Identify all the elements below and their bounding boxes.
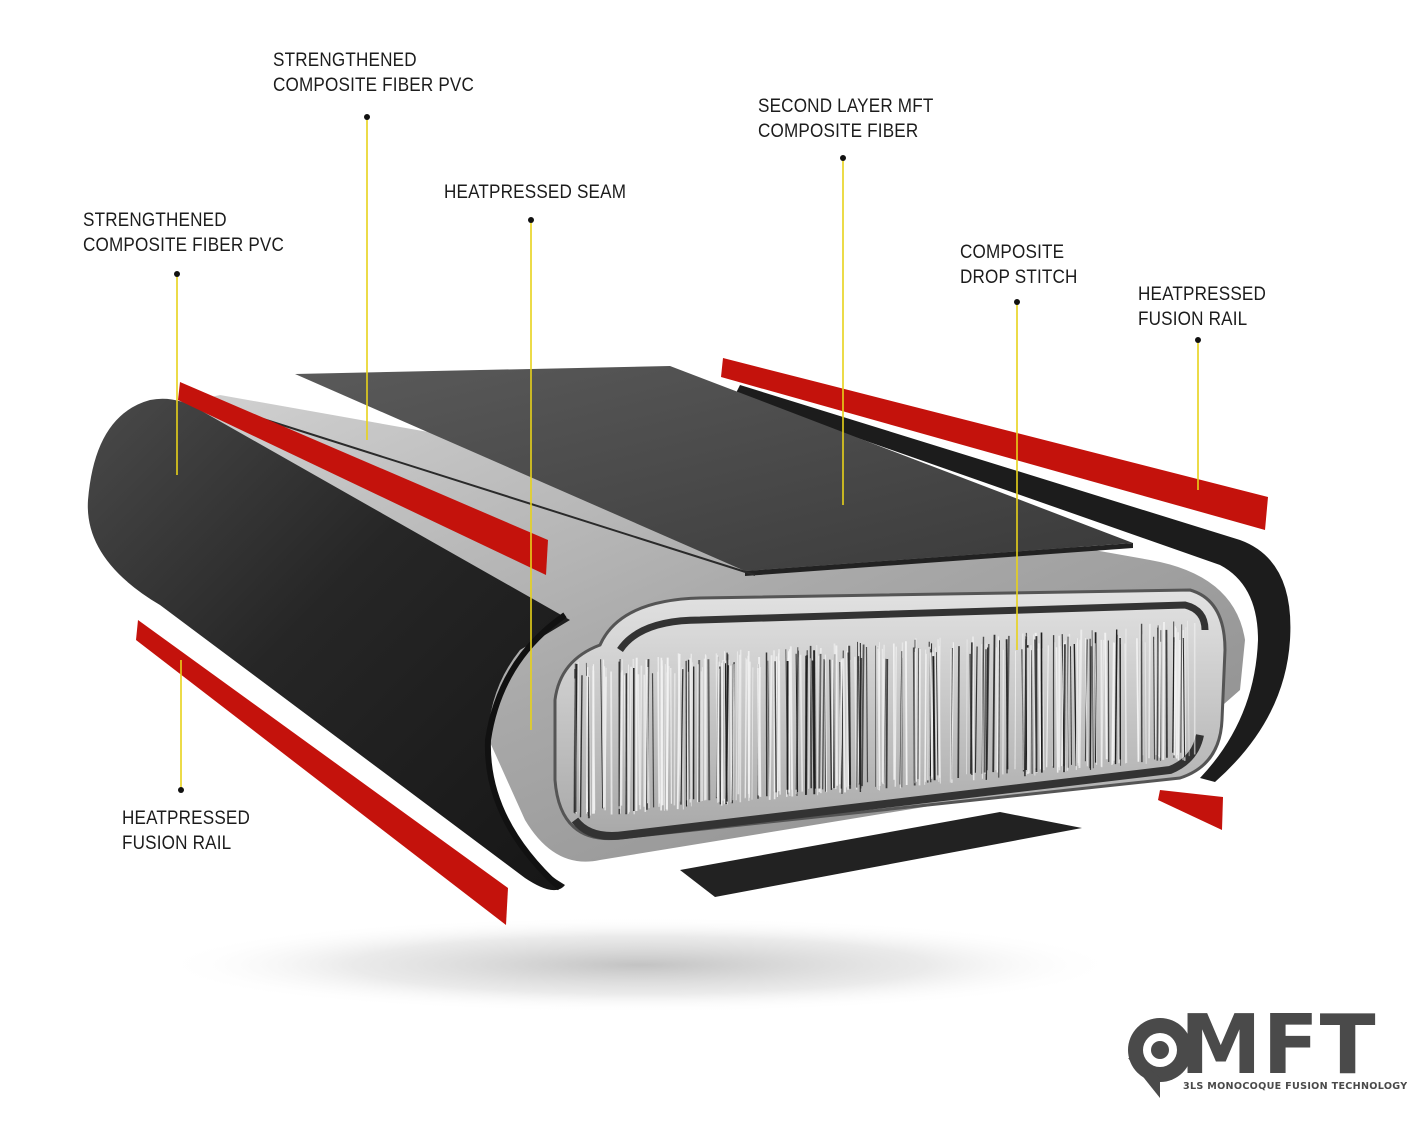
mft-logo-tagline: 3LS MONOCOQUE FUSION TECHNOLOGY bbox=[1183, 1081, 1407, 1092]
leader-dot-rail-right bbox=[1195, 337, 1201, 343]
drop-stitch-fiber bbox=[967, 639, 968, 774]
drop-stitch-fiber bbox=[1149, 624, 1150, 758]
drop-stitch-fiber bbox=[835, 644, 836, 790]
drop-stitch-fiber bbox=[731, 666, 732, 803]
drop-stitch-fiber bbox=[836, 646, 837, 786]
leader-dot-pvc-top bbox=[364, 114, 370, 120]
label-rail-left-line-1: HEATPRESSED bbox=[122, 806, 250, 831]
label-pvc-top: STRENGTHENED COMPOSITE FIBER PVC bbox=[273, 48, 474, 98]
label-second-layer-line-2: COMPOSITE FIBER bbox=[758, 119, 933, 144]
drop-stitch-fiber bbox=[1023, 634, 1024, 771]
leader-dot-pvc-left bbox=[174, 271, 180, 277]
drop-stitch-fiber bbox=[789, 649, 790, 792]
drop-stitch-fiber bbox=[716, 653, 717, 797]
drop-stitch-fiber bbox=[814, 650, 815, 788]
label-second-layer: SECOND LAYER MFT COMPOSITE FIBER bbox=[758, 94, 933, 144]
label-drop-stitch: COMPOSITE DROP STITCH bbox=[960, 240, 1078, 290]
label-second-layer-line-1: SECOND LAYER MFT bbox=[758, 94, 933, 119]
drop-stitch-fiber bbox=[906, 641, 907, 785]
drop-stitch-fiber bbox=[645, 660, 646, 812]
leader-dot-second-layer bbox=[840, 155, 846, 161]
label-rail-right: HEATPRESSED FUSION RAIL bbox=[1138, 282, 1266, 332]
drop-stitch-fiber bbox=[918, 648, 919, 779]
leader-dot-rail-left bbox=[178, 787, 184, 793]
drop-stitch-fiber bbox=[1163, 622, 1164, 760]
drop-stitch-fiber bbox=[997, 636, 998, 772]
leader-dot-seam bbox=[528, 217, 534, 223]
drop-stitch-fiber bbox=[819, 654, 820, 789]
drop-stitch-fiber bbox=[640, 666, 641, 810]
label-pvc-top-line-2: COMPOSITE FIBER PVC bbox=[273, 73, 474, 98]
drop-stitch-fiber bbox=[933, 656, 934, 780]
drop-stitch-fiber bbox=[1032, 650, 1033, 774]
label-rail-right-line-1: HEATPRESSED bbox=[1138, 282, 1266, 307]
drop-stitch-fiber bbox=[759, 657, 760, 797]
drop-stitch-fiber bbox=[996, 647, 997, 770]
label-seam-line-1: HEATPRESSED SEAM bbox=[444, 180, 626, 205]
drop-stitch-fiber bbox=[749, 662, 750, 798]
drop-stitch-fiber bbox=[1064, 644, 1065, 772]
label-rail-left-line-2: FUSION RAIL bbox=[122, 831, 250, 856]
drop-stitch-fiber bbox=[887, 659, 888, 788]
fusion-rail-right-bottom bbox=[1158, 790, 1223, 830]
label-pvc-top-line-1: STRENGTHENED bbox=[273, 48, 474, 73]
label-pvc-left-line-2: COMPOSITE FIBER PVC bbox=[83, 233, 284, 258]
drop-stitch-fiber bbox=[878, 646, 879, 790]
drop-stitch-fiber bbox=[1176, 628, 1177, 758]
drop-stitch-fiber bbox=[588, 677, 589, 818]
label-rail-right-line-2: FUSION RAIL bbox=[1138, 307, 1266, 332]
label-rail-left: HEATPRESSED FUSION RAIL bbox=[122, 806, 250, 856]
drop-stitch-fiber bbox=[1166, 630, 1167, 758]
floor-shadow bbox=[160, 917, 1120, 1013]
drop-stitch-fiber bbox=[661, 666, 662, 806]
drop-stitch-fiber bbox=[611, 672, 612, 815]
drop-stitch-fiber bbox=[621, 670, 622, 805]
label-pvc-left-line-1: STRENGTHENED bbox=[83, 208, 284, 233]
label-pvc-left: STRENGTHENED COMPOSITE FIBER PVC bbox=[83, 208, 284, 258]
drop-stitch-fiber bbox=[982, 644, 983, 779]
drop-stitch-fiber bbox=[973, 637, 974, 781]
drop-stitch-fiber bbox=[958, 646, 959, 778]
drop-stitch-fiber bbox=[671, 668, 672, 804]
drop-stitch-fiber bbox=[950, 649, 951, 783]
drop-stitch-fiber bbox=[594, 664, 595, 814]
label-drop-stitch-line-2: DROP STITCH bbox=[960, 265, 1078, 290]
drop-stitch-fiber bbox=[920, 649, 921, 785]
drop-stitch-fiber bbox=[708, 659, 709, 800]
drop-stitch-fiber bbox=[1059, 636, 1060, 768]
label-seam: HEATPRESSED SEAM bbox=[444, 180, 626, 205]
leader-dot-drop-stitch bbox=[1014, 299, 1020, 305]
drop-stitch-fiber bbox=[722, 663, 723, 801]
label-drop-stitch-line-1: COMPOSITE bbox=[960, 240, 1078, 265]
mft-logo-wordmark: MFT bbox=[1180, 1005, 1377, 1087]
drop-stitch-fiber bbox=[971, 642, 972, 773]
